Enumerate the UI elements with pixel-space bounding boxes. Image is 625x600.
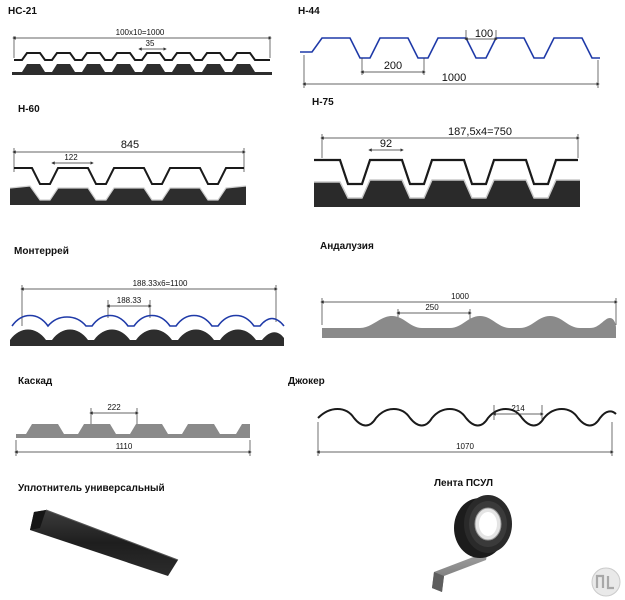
dimension-total: 188.33х6=1100	[133, 279, 188, 288]
profile-highlight	[9, 185, 247, 201]
dimension-total: 1110	[116, 442, 133, 451]
accessory-title: Уплотнитель универсальный	[18, 483, 165, 494]
tape-strip-end	[432, 572, 444, 592]
accessory-sealant: Уплотнитель универсальный	[18, 483, 179, 576]
profile-title: Джокер	[288, 376, 325, 387]
dimension-pitch: 222	[107, 403, 121, 412]
profile-sheet	[10, 186, 246, 205]
profile-line	[317, 408, 617, 427]
profile-line	[14, 167, 244, 185]
dimension-total: 1000	[451, 292, 469, 301]
dimension-top: 100	[475, 28, 493, 40]
dimension-total: 1000	[442, 72, 466, 84]
dimension-total: 845	[121, 139, 139, 151]
profile-sheet	[10, 329, 284, 346]
dimension-pitch: 122	[64, 153, 78, 162]
profile-line	[14, 52, 270, 61]
profile-joker: Джокер 214 1070	[288, 376, 617, 456]
profile-title: Н-44	[298, 6, 320, 17]
sealant-end	[30, 510, 46, 530]
watermark-logo	[591, 567, 621, 597]
dimension-pitch: 92	[380, 138, 392, 150]
profile-title: Монтеррей	[14, 246, 69, 257]
profile-line	[11, 314, 285, 328]
profile-nc21: НС-21 100х10=1000 35	[8, 6, 272, 75]
profile-kaskad: Каскад 222 1110	[14, 376, 252, 456]
profile-title: Андалузия	[320, 241, 374, 252]
profile-sheet	[16, 424, 250, 438]
dimension-total: 1070	[456, 442, 474, 451]
profile-title: Н-75	[312, 97, 334, 108]
dimension-pitch: 188.33	[117, 296, 142, 305]
profile-title: Н-60	[18, 104, 40, 115]
dimension-total: 100х10=1000	[116, 28, 165, 37]
tape-strip	[432, 540, 490, 592]
tape-roll-hole	[479, 512, 497, 536]
sealant-strip	[30, 510, 178, 576]
dimension-step: 35	[146, 39, 155, 48]
dimension-pitch: 214	[511, 404, 525, 413]
profile-sheet	[314, 180, 580, 207]
profile-sheet	[12, 64, 272, 75]
profile-monterrey: Монтеррей 188.33х6=1100 188.33	[10, 246, 285, 346]
profile-title: НС-21	[8, 6, 37, 17]
profile-andalusia: Андалузия 1000 250	[320, 241, 618, 338]
accessory-tape: Лента ПСУЛ	[432, 478, 512, 592]
profile-h44: Н-44 100 200 1000	[298, 6, 600, 88]
profile-sheet	[322, 316, 616, 338]
profile-line	[300, 37, 600, 59]
accessory-title: Лента ПСУЛ	[434, 478, 493, 489]
profile-highlight	[314, 179, 580, 199]
profile-line	[314, 158, 578, 186]
profile-h75: Н-75 187,5х4=750 92	[312, 97, 580, 207]
dimension-pitch: 250	[425, 303, 439, 312]
profile-h60: Н-60 845 122	[9, 104, 247, 205]
sealant-edge	[45, 509, 179, 561]
dimension-pitch: 200	[384, 60, 402, 72]
profile-title: Каскад	[18, 376, 53, 387]
dimension-total: 187,5х4=750	[448, 126, 512, 138]
